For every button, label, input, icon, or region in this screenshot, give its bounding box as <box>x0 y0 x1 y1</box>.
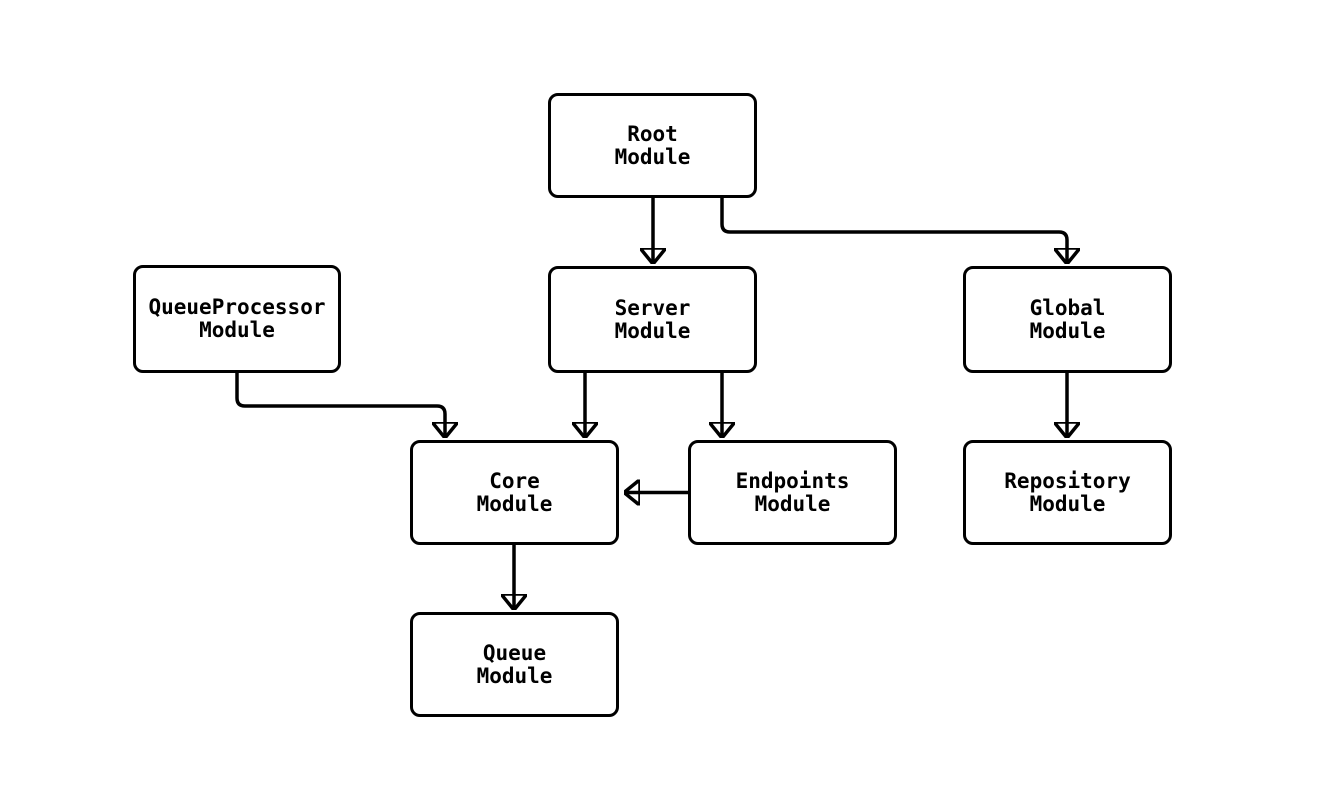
edge-queueprocessor-to-core <box>235 373 445 436</box>
node-global-module-label: Global Module <box>1029 295 1106 343</box>
node-queueprocessor-module-label: QueueProcessor Module <box>148 295 326 342</box>
node-server-module: Server Module <box>548 266 757 373</box>
node-core-module: Core Module <box>410 440 619 545</box>
node-server-module-label: Server Module <box>614 295 691 343</box>
node-queue-module-label: Queue Module <box>476 640 553 688</box>
edge-root-to-global <box>720 198 1067 262</box>
node-queue-module: Queue Module <box>410 612 619 717</box>
node-core-module-label: Core Module <box>476 468 553 516</box>
node-repository-module-label: Repository Module <box>1004 468 1131 516</box>
node-endpoints-module: Endpoints Module <box>688 440 897 545</box>
node-root-module: Root Module <box>548 93 757 198</box>
node-root-module-label: Root Module <box>614 121 691 169</box>
node-global-module: Global Module <box>963 266 1172 373</box>
node-repository-module: Repository Module <box>963 440 1172 545</box>
node-endpoints-module-label: Endpoints Module <box>735 468 850 516</box>
node-queueprocessor-module: QueueProcessor Module <box>133 265 341 373</box>
